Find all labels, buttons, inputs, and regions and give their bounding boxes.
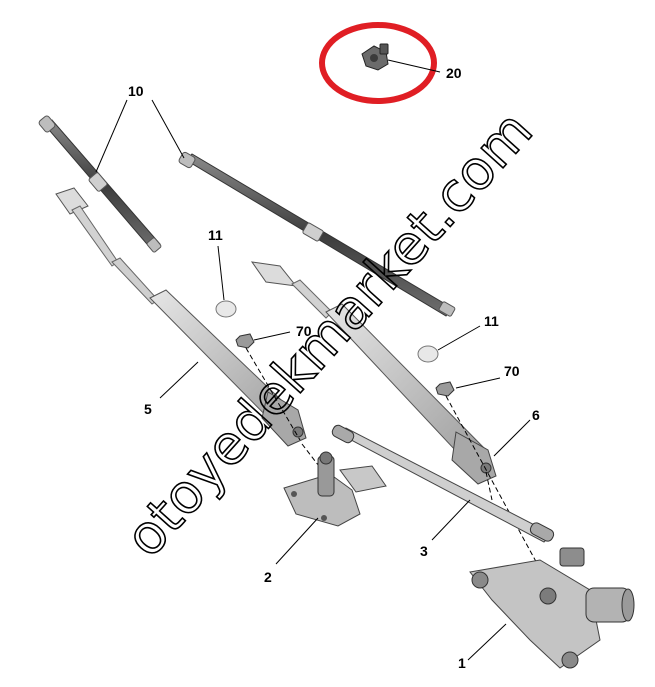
callout-11-left: 11: [208, 227, 223, 243]
assembly-line-right-2: [485, 471, 493, 501]
leader-lines: [95, 59, 531, 661]
nut-left: [235, 333, 255, 349]
wiper-pivot: [283, 451, 387, 527]
callout-70-left: 70: [296, 323, 312, 339]
callout-10: 10: [128, 83, 144, 99]
callout-1: 1: [458, 655, 466, 671]
sensor-part: [361, 43, 389, 71]
cap-left: [215, 300, 237, 318]
callout-2: 2: [264, 569, 272, 585]
highlight-circle: [319, 22, 437, 104]
callout-11-right: 11: [484, 313, 499, 329]
cap-right: [417, 345, 439, 363]
wiper-motor: [469, 547, 635, 669]
assembly-line-left: [245, 347, 301, 441]
linkage-rod: [331, 424, 555, 543]
wiper-arm-left: [55, 187, 307, 447]
callout-5: 5: [144, 401, 152, 417]
callout-6: 6: [532, 407, 540, 423]
wiper-blade-right: [178, 151, 456, 317]
wiper-blade-left: [38, 115, 162, 253]
callout-3: 3: [420, 543, 428, 559]
nut-right: [435, 381, 455, 397]
callout-70-right: 70: [504, 363, 520, 379]
callout-20: 20: [446, 65, 462, 81]
wiper-arm-right: [250, 261, 497, 485]
assembly-line-right: [445, 395, 547, 581]
